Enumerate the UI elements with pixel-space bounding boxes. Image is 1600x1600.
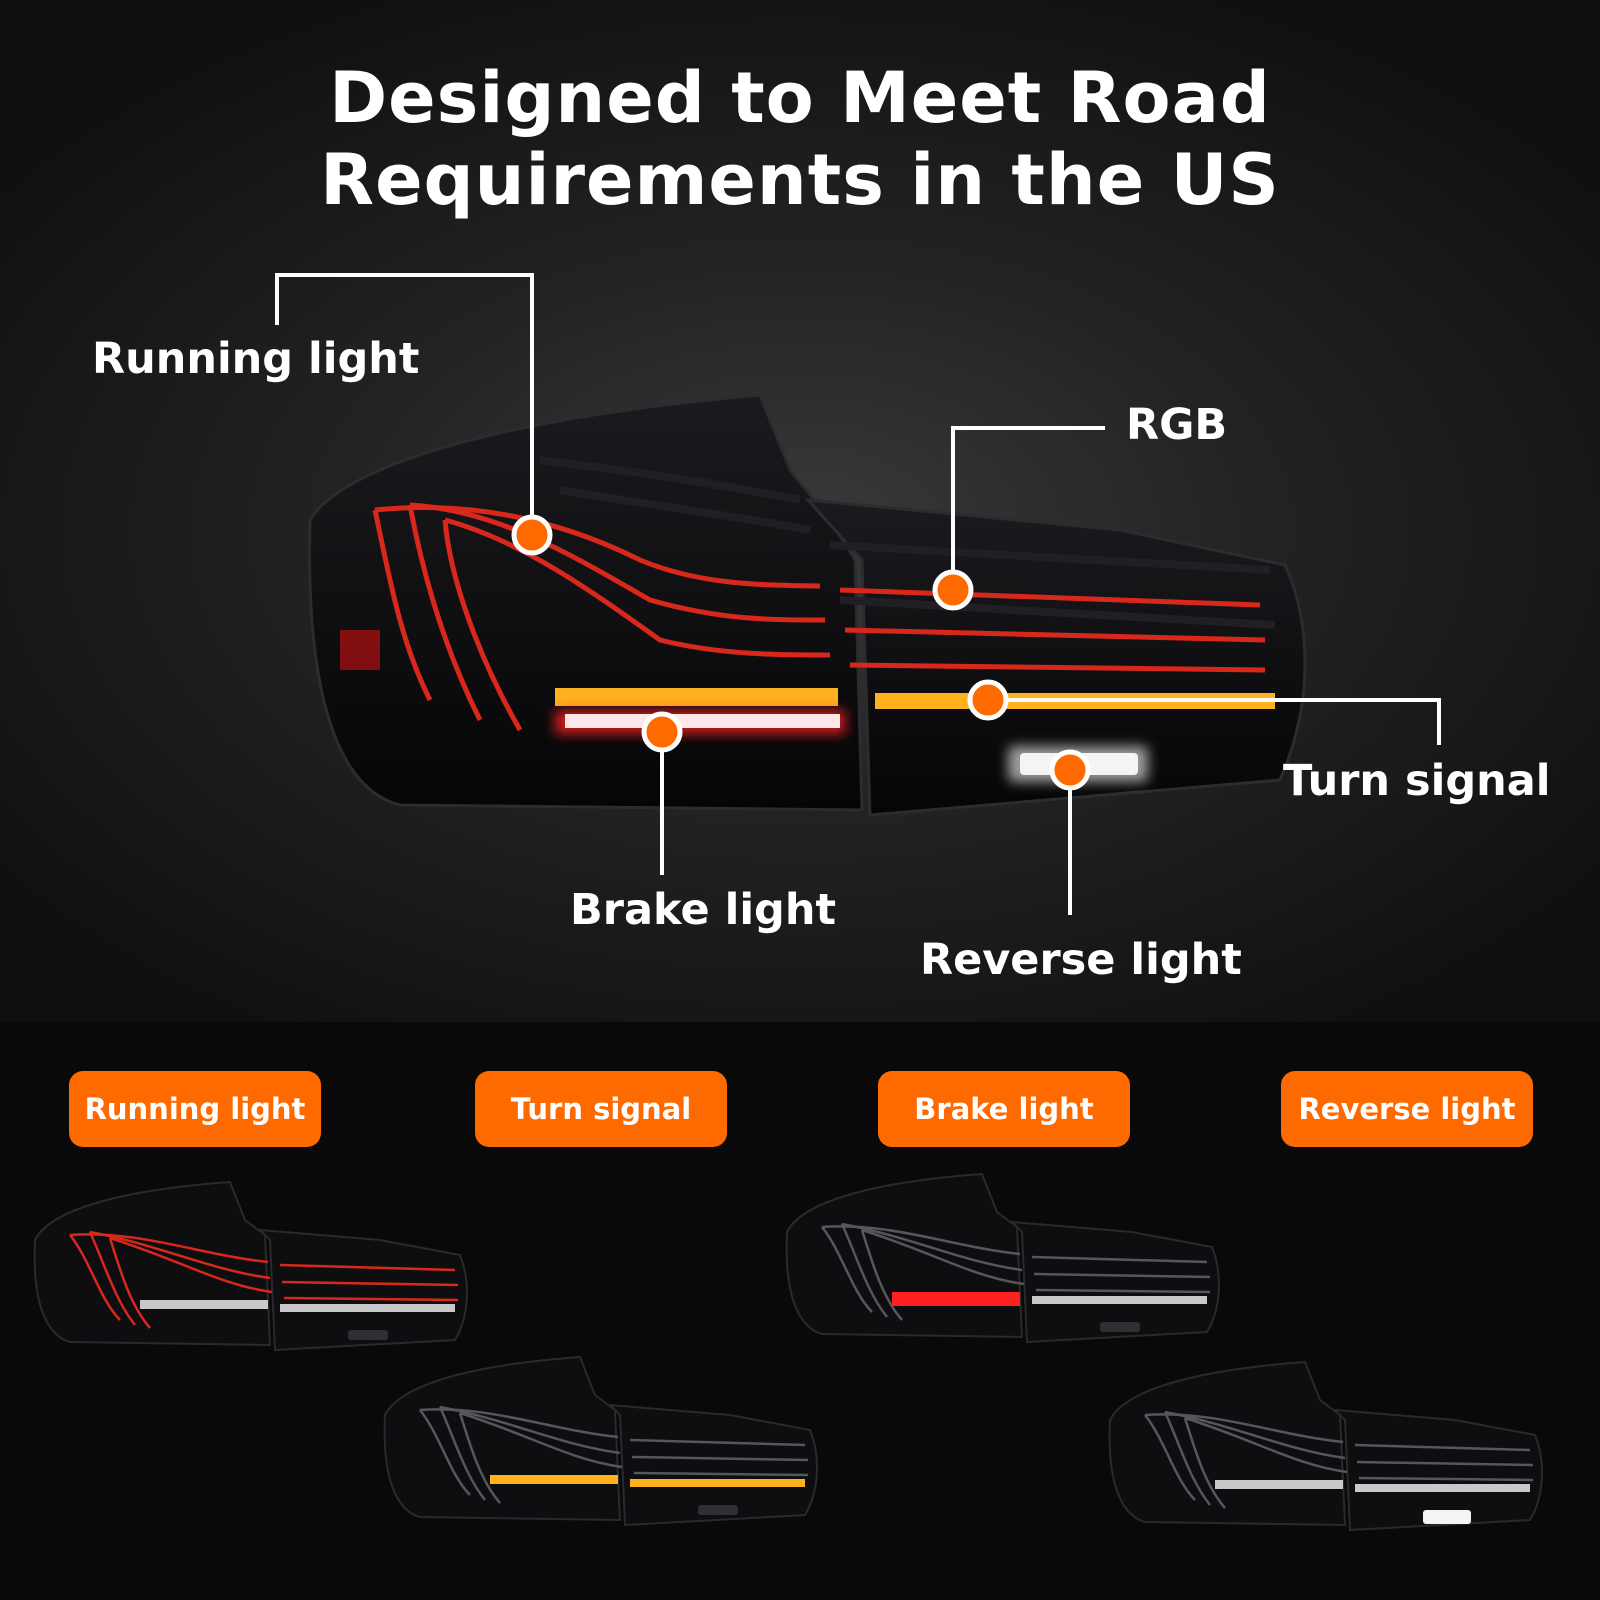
- main-tail-light-illustration: [275, 273, 1441, 915]
- mini-lamp-brake: [785, 1172, 1220, 1344]
- callout-rgb: RGB: [1126, 400, 1228, 450]
- page-title-line-2: Requirements in the US: [320, 139, 1280, 221]
- page-title-line-1: Designed to Meet Road: [329, 57, 1271, 139]
- mini-reverse-lamp: [1423, 1510, 1471, 1524]
- rgb-marker: [932, 569, 974, 611]
- rgb-leader: [951, 426, 1105, 590]
- brake-light-marker: [641, 711, 683, 753]
- mini-lamp-running: [33, 1180, 468, 1352]
- mini-strip-outer: [490, 1475, 618, 1484]
- mini-light-strips: [69, 1230, 459, 1329]
- running-light-marker: [511, 514, 553, 556]
- mini-inner-housing: [1009, 1220, 1220, 1344]
- inner-lamp-housing: [804, 498, 1307, 817]
- callout-turn-signal: Turn signal: [1283, 756, 1551, 806]
- mini-lamp-reverse: [1108, 1360, 1543, 1532]
- mini-light-strips: [821, 1222, 1211, 1321]
- reverse-light-marker: [1049, 749, 1091, 791]
- mini-outer-housing: [33, 1180, 272, 1347]
- mini-light-strips: [419, 1405, 809, 1504]
- mini-reverse-lamp: [1100, 1322, 1140, 1332]
- callout-brake-light: Brake light: [570, 885, 836, 935]
- mini-strip-outer: [892, 1292, 1020, 1306]
- mini-strip-outer: [140, 1300, 268, 1309]
- running-light-leader: [275, 273, 534, 535]
- callout-running-light: Running light: [92, 334, 420, 384]
- mini-light-strips: [1144, 1410, 1534, 1509]
- mode-pill-brake-light: Brake light: [878, 1071, 1130, 1147]
- mini-inner-housing: [1332, 1408, 1543, 1532]
- mini-strip-inner: [280, 1304, 455, 1312]
- mini-inner-housing: [607, 1403, 818, 1527]
- callout-reverse-light: Reverse light: [920, 935, 1242, 985]
- mode-pill-turn-signal: Turn signal: [475, 1071, 727, 1147]
- mini-outer-housing: [785, 1172, 1024, 1339]
- turn-signal-leader: [988, 698, 1441, 745]
- mode-pill-running-light: Running light: [69, 1071, 321, 1147]
- mini-strip-outer: [1215, 1480, 1343, 1489]
- mini-reverse-lamp: [698, 1505, 738, 1515]
- brake-strip: [565, 714, 840, 728]
- mini-lamp-turn: [383, 1355, 818, 1527]
- running-light-strips: [372, 502, 1266, 732]
- outer-lamp-housing: [308, 393, 864, 812]
- mini-reverse-lamp: [348, 1330, 388, 1340]
- mini-outer-housing: [1108, 1360, 1347, 1527]
- mini-strip-inner: [630, 1479, 805, 1487]
- mini-inner-housing: [257, 1228, 468, 1352]
- mode-pill-reverse-light: Reverse light: [1281, 1071, 1533, 1147]
- turn-strip-outer: [555, 688, 838, 706]
- mini-strip-inner: [1032, 1296, 1207, 1304]
- mini-outer-housing: [383, 1355, 622, 1522]
- mini-strip-inner: [1355, 1484, 1530, 1492]
- turn-signal-marker: [967, 679, 1009, 721]
